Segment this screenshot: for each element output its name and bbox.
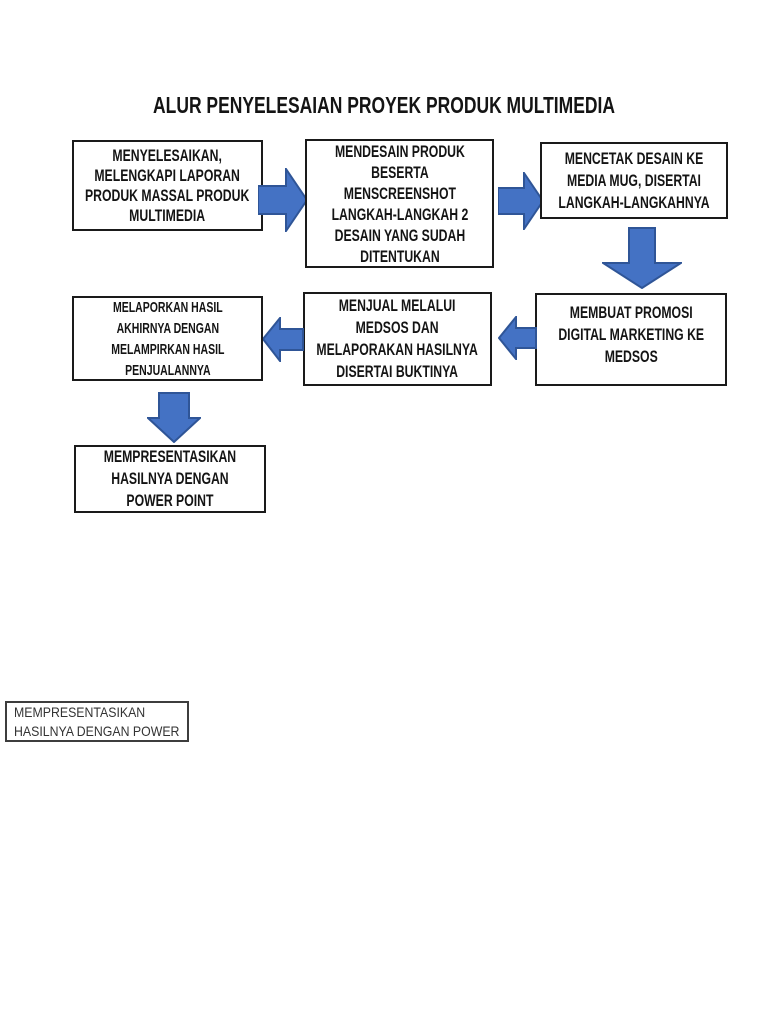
flow-step-1-label: MENYELESAIKAN, MELENGKAPI LAPORAN PRODUK… [85, 145, 250, 225]
flow-step-2-box: MENDESAIN PRODUK BESERTA MENSCREENSHOT L… [305, 139, 494, 268]
flow-step-6-label: MELAPORKAN HASIL AKHIRNYA DENGAN MELAMPI… [110, 298, 225, 379]
arrow-left-2-icon [262, 317, 304, 362]
arrow-down-1-icon [602, 227, 682, 289]
flow-step-3-box: MENCETAK DESAIN KE MEDIA MUG, DISERTAI L… [540, 142, 728, 219]
text-box-label: MEMPRESENTASIKAN HASILNYA DENGAN POWER [14, 703, 180, 739]
arrow-right-1-icon [258, 168, 308, 232]
flow-step-7-box: MEMPRESENTASIKAN HASILNYA DENGAN POWER P… [74, 445, 266, 513]
flow-step-4-box: MEMBUAT PROMOSI DIGITAL MARKETING KE MED… [535, 293, 727, 386]
flow-step-3-label: MENCETAK DESAIN KE MEDIA MUG, DISERTAI L… [558, 148, 710, 212]
flow-step-5-box: MENJUAL MELALUI MEDSOS DAN MELAPORAKAN H… [303, 292, 492, 386]
arrow-left-1-icon [498, 316, 537, 360]
flow-step-7-label: MEMPRESENTASIKAN HASILNYA DENGAN POWER P… [103, 447, 237, 510]
flow-step-5-label: MENJUAL MELALUI MEDSOS DAN MELAPORAKAN H… [316, 296, 479, 381]
arrow-right-2-icon [498, 172, 544, 230]
arrow-down-2-icon [147, 392, 201, 443]
flow-step-2-label: MENDESAIN PRODUK BESERTA MENSCREENSHOT L… [331, 141, 468, 266]
text-box: MEMPRESENTASIKAN HASILNYA DENGAN POWER [5, 701, 189, 742]
flow-step-4-label: MEMBUAT PROMOSI DIGITAL MARKETING KE MED… [558, 303, 704, 366]
diagram-title: ALUR PENYELESAIAN PROYEK PRODUK MULTIMED… [153, 92, 615, 118]
flow-step-6-box: MELAPORKAN HASIL AKHIRNYA DENGAN MELAMPI… [72, 296, 263, 381]
flow-step-1-box: MENYELESAIKAN, MELENGKAPI LAPORAN PRODUK… [72, 140, 263, 231]
